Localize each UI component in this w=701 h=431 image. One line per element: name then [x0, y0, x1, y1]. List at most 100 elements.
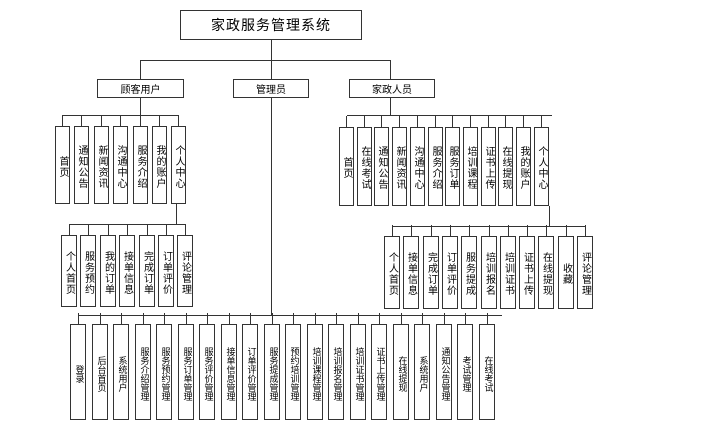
- worker-menu-module-box: 在线提现: [498, 127, 513, 206]
- connector: [523, 116, 524, 127]
- admin-module-label: 系统用户: [116, 355, 127, 392]
- connector: [271, 40, 272, 60]
- connector: [121, 313, 122, 324]
- worker-center-module-box: 服务提成: [461, 236, 477, 309]
- connector: [358, 313, 359, 324]
- customer-center-module-label: 接单信息: [121, 250, 133, 295]
- connector: [452, 116, 453, 127]
- connector: [140, 60, 390, 61]
- admin-module-label: 服务评价管理: [202, 346, 213, 401]
- customer-center-module-box: 我的订单: [100, 235, 116, 307]
- customer-center-module-label: 评论管理: [179, 250, 191, 295]
- connector: [140, 98, 141, 115]
- connector: [127, 224, 128, 235]
- connector: [272, 313, 273, 324]
- customer-center-module-box: 接单信息: [119, 235, 135, 307]
- worker-menu-module-box: 我的账户: [516, 127, 531, 206]
- worker-menu-module-label: 个人中心: [536, 146, 547, 190]
- system-title: 家政服务管理系统: [211, 18, 331, 34]
- customer-center-module-label: 我的订单: [102, 250, 114, 295]
- worker-menu-module-box: 沟通中心: [410, 127, 425, 206]
- admin-module-label: 服务订单管理: [181, 346, 192, 401]
- admin-module-box: 接单信息管理: [221, 324, 237, 420]
- connector: [488, 116, 489, 127]
- worker-menu-module-box: 首页: [339, 127, 354, 206]
- connector: [293, 313, 294, 324]
- connector: [508, 225, 509, 236]
- worker-menu-module-label: 我的账户: [518, 146, 529, 190]
- connector: [546, 225, 547, 236]
- connector: [250, 313, 251, 324]
- worker-center-module-label: 接单信息: [405, 252, 417, 296]
- customer-menu-module-box: 新闻资讯: [94, 126, 109, 204]
- worker-center-module-label: 在线提现: [540, 252, 552, 296]
- connector: [347, 115, 552, 116]
- customer-center-module-label: 服务预约: [82, 250, 94, 295]
- admin-module-label: 服务提成管理: [267, 346, 278, 401]
- role-worker-box: 家政人员: [349, 79, 435, 98]
- worker-menu-module-label: 培训课程: [465, 146, 476, 190]
- customer-center-module-box: 评论管理: [177, 235, 193, 307]
- admin-module-box: 通知公告管理: [436, 324, 452, 420]
- connector: [271, 98, 272, 315]
- customer-center-module-box: 订单评价: [158, 235, 174, 307]
- connector: [469, 225, 470, 236]
- worker-menu-module-label: 首页: [341, 157, 352, 179]
- connector: [120, 115, 121, 126]
- admin-module-label: 证书上传管理: [374, 346, 385, 401]
- admin-module-label: 后台首页: [95, 355, 106, 392]
- worker-menu-module-box: 证书上传: [481, 127, 496, 206]
- admin-module-box: 预约培训管理: [285, 324, 301, 420]
- admin-module-box: 服务预约管理: [156, 324, 172, 420]
- admin-module-label: 培训证书管理: [353, 346, 364, 401]
- customer-menu-module-box: 通知公告: [74, 126, 89, 204]
- worker-menu-module-label: 在线提现: [500, 146, 511, 190]
- connector: [431, 225, 432, 236]
- connector: [489, 225, 490, 236]
- worker-center-module-box: 培训证书: [500, 236, 516, 309]
- worker-menu-module-label: 新闻资讯: [394, 146, 405, 190]
- admin-module-label: 系统用户: [417, 355, 428, 392]
- connector: [207, 313, 208, 324]
- customer-menu-module-label: 通知公告: [76, 144, 87, 189]
- connector: [566, 225, 567, 236]
- customer-menu-module-label: 新闻资讯: [96, 144, 107, 189]
- connector: [390, 60, 391, 79]
- worker-menu-module-label: 服务介绍: [430, 146, 441, 190]
- connector: [379, 313, 380, 324]
- worker-menu-module-box: 在线考试: [357, 127, 372, 206]
- connector: [527, 225, 528, 236]
- admin-module-label: 通知公告管理: [439, 346, 450, 401]
- customer-menu-module-box: 个人中心: [171, 126, 186, 204]
- worker-center-module-box: 评论管理: [577, 236, 593, 309]
- admin-module-label: 登录: [73, 364, 84, 383]
- admin-module-label: 考试管理: [460, 355, 471, 392]
- connector: [147, 224, 148, 235]
- connector: [549, 206, 550, 226]
- worker-menu-module-label: 在线考试: [359, 146, 370, 190]
- customer-menu-module-box: 沟通中心: [113, 126, 128, 204]
- admin-module-label: 服务预约管理: [159, 346, 170, 401]
- admin-module-box: 培训课程管理: [307, 324, 323, 420]
- worker-center-module-box: 订单评价: [442, 236, 458, 309]
- customer-menu-module-box: 我的账户: [152, 126, 167, 204]
- customer-menu-module-box: 服务介绍: [133, 126, 148, 204]
- role-customer-label: 顾客用户: [120, 85, 161, 96]
- worker-menu-module-label: 通知公告: [376, 146, 387, 190]
- worker-center-module-box: 个人首页: [384, 236, 400, 309]
- system-title-box: 家政服务管理系统: [180, 10, 362, 40]
- connector: [101, 115, 102, 126]
- admin-module-box: 后台首页: [92, 324, 108, 420]
- customer-menu-module-label: 我的账户: [154, 144, 165, 189]
- connector: [69, 224, 70, 235]
- admin-module-box: 系统用户: [414, 324, 430, 420]
- connector: [140, 60, 141, 79]
- connector: [422, 313, 423, 324]
- connector: [392, 225, 393, 236]
- worker-menu-module-box: 个人中心: [534, 127, 549, 206]
- connector: [62, 115, 63, 126]
- connector: [411, 225, 412, 236]
- role-worker-label: 家政人员: [372, 85, 412, 96]
- admin-module-box: 服务评价管理: [199, 324, 215, 420]
